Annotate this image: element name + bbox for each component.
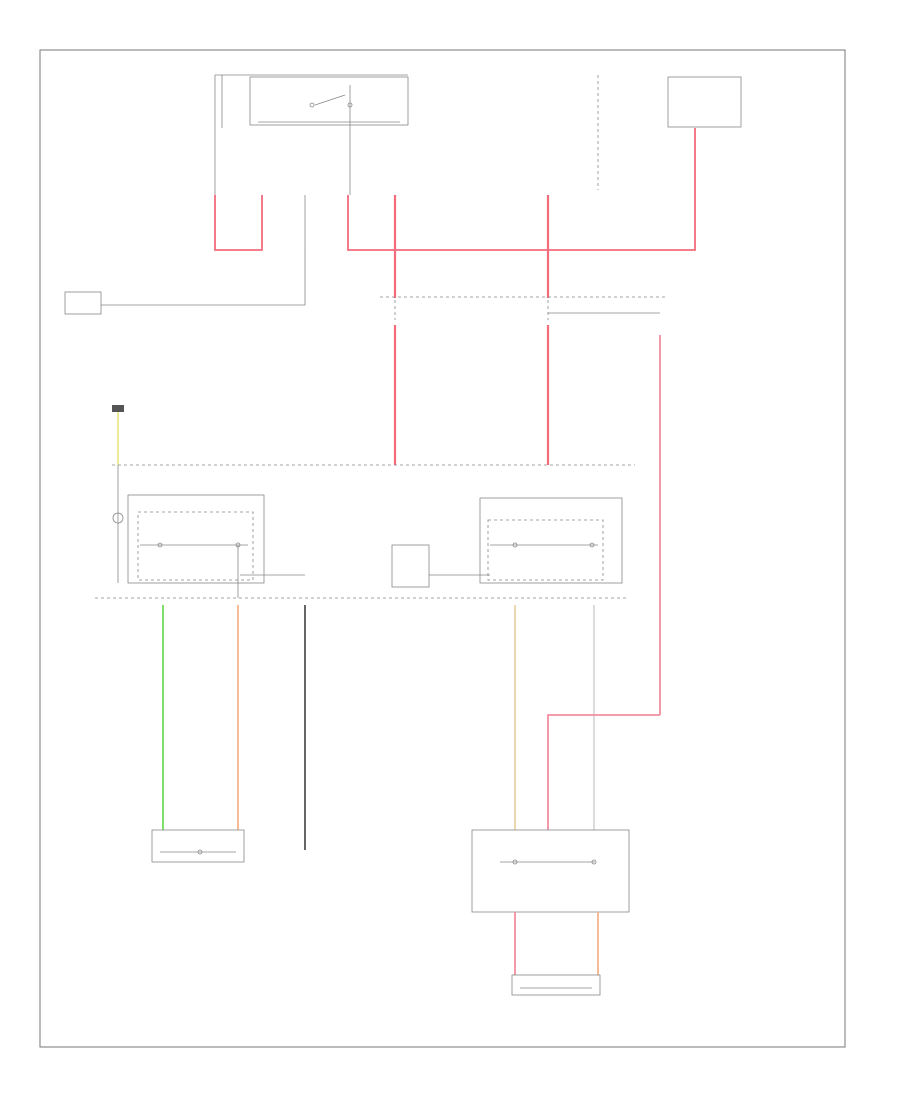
driver-window-switch [112, 465, 265, 598]
relay-box [249, 76, 409, 126]
driver-window-motor [151, 829, 245, 863]
top-power-section [214, 74, 742, 250]
passenger-window-switch [391, 497, 623, 588]
fuse-left [112, 405, 124, 412]
passenger-window-module [471, 829, 630, 913]
passenger-window-motor [511, 974, 601, 996]
mid-red-wires [393, 325, 661, 715]
diagram-frame [39, 49, 846, 1048]
lock-switch [391, 544, 430, 588]
top-red-wires [214, 128, 696, 298]
ground-connector [64, 245, 306, 315]
lower-wires [162, 605, 660, 850]
junction-box [667, 76, 742, 128]
